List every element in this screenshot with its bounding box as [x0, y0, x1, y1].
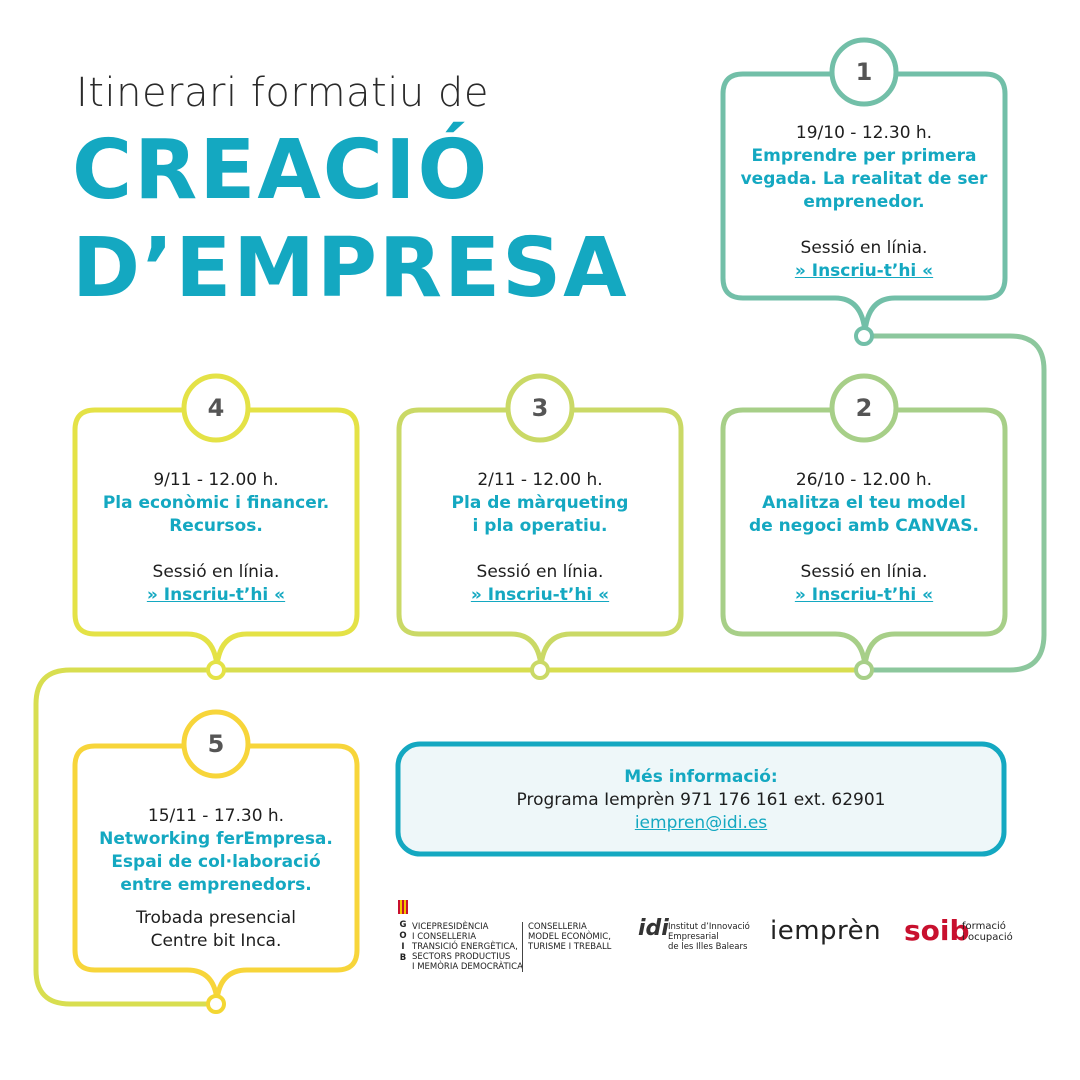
session-date: 15/11 - 17.30 h.: [147, 806, 285, 826]
session-date: 9/11 - 12.00 h.: [153, 470, 279, 490]
session-card-4: 9/11 - 12.00 h. Pla econòmic i financer.…: [80, 469, 352, 607]
route-node-1: [854, 326, 874, 346]
govern-logo-text: VICEPRESIDÈNCIA I CONSELLERIA TRANSICIÓ …: [412, 922, 523, 972]
session-number-2: 2: [855, 394, 873, 422]
session-topic: Networking ferEmpresa. Espai de col·labo…: [99, 829, 333, 895]
title-line-1: CREACIÓ: [72, 123, 490, 218]
conselleria-logo-text: CONSELLERIA MODEL ECONÒMIC, TURISME I TR…: [528, 922, 612, 952]
session-number-4: 4: [207, 394, 225, 422]
session-number-3: 3: [531, 394, 549, 422]
logo-separator: [522, 922, 523, 972]
register-link-4[interactable]: » Inscriu-t’hi «: [146, 585, 286, 605]
session-mode: Sessió en línia.: [800, 562, 928, 582]
session-card-5: 15/11 - 17.30 h. Networking ferEmpresa. …: [80, 805, 352, 953]
info-heading: Més informació:: [624, 767, 778, 787]
govern-logo-letters: G O I B: [399, 920, 407, 963]
iempren-logo: iemprèn: [770, 916, 882, 946]
soib-logo: soib: [904, 914, 970, 947]
session-topic: Pla de màrqueting i pla operatiu.: [451, 493, 629, 536]
route-node-2: [854, 660, 874, 680]
session-card-3: 2/11 - 12.00 h. Pla de màrqueting i pla …: [404, 469, 676, 607]
title-line-2: D’EMPRESA: [72, 221, 629, 316]
session-mode: Sessió en línia.: [800, 238, 928, 258]
route-line-2-5: [33, 667, 865, 1007]
session-number-circle-3: [505, 373, 575, 443]
idi-logo-text: Institut d’Innovació Empresarial de les …: [668, 922, 750, 952]
idi-logo: idi: [638, 916, 669, 941]
balearic-flag-icon: [398, 900, 408, 914]
session-mode: Trobada presencial Centre bit Inca.: [136, 908, 296, 951]
info-phone-line: Programa Iemprèn 971 176 161 ext. 62901: [516, 790, 886, 810]
session-date: 26/10 - 12.00 h.: [795, 470, 933, 490]
session-date: 19/10 - 12.30 h.: [795, 123, 933, 143]
subtitle: Itinerari formatiu de: [76, 70, 489, 116]
session-number-circle-1: [829, 37, 899, 107]
route-node-4: [206, 660, 226, 680]
session-card-2: 26/10 - 12.00 h. Analitza el teu model d…: [728, 469, 1000, 607]
session-topic: Emprendre per primera vegada. La realita…: [740, 146, 988, 212]
register-link-1[interactable]: » Inscriu-t’hi «: [794, 261, 934, 281]
session-number-1: 1: [855, 58, 873, 86]
session-card-1: 19/10 - 12.30 h. Emprendre per primera v…: [728, 122, 1000, 283]
route-node-5: [206, 994, 226, 1014]
session-mode: Sessió en línia.: [152, 562, 280, 582]
info-box-frame: [395, 741, 1007, 857]
session-topic: Analitza el teu model de negoci amb CANV…: [749, 493, 979, 536]
session-mode: Sessió en línia.: [476, 562, 604, 582]
info-email-link[interactable]: iempren@idi.es: [634, 813, 768, 833]
session-date: 2/11 - 12.00 h.: [477, 470, 603, 490]
session-number-circle-4: [181, 373, 251, 443]
session-number-5: 5: [207, 730, 225, 758]
session-number-circle-5: [181, 709, 251, 779]
soib-logo-subtitle: formació i ocupació: [962, 921, 1013, 943]
session-topic: Pla econòmic i financer. Recursos.: [102, 493, 330, 536]
session-number-circle-2: [829, 373, 899, 443]
route-node-3: [530, 660, 550, 680]
route-line-1-2: [865, 333, 1047, 673]
register-link-2[interactable]: » Inscriu-t’hi «: [794, 585, 934, 605]
info-box: Més informació: Programa Iemprèn 971 176…: [398, 744, 1004, 854]
register-link-3[interactable]: » Inscriu-t’hi «: [470, 585, 610, 605]
